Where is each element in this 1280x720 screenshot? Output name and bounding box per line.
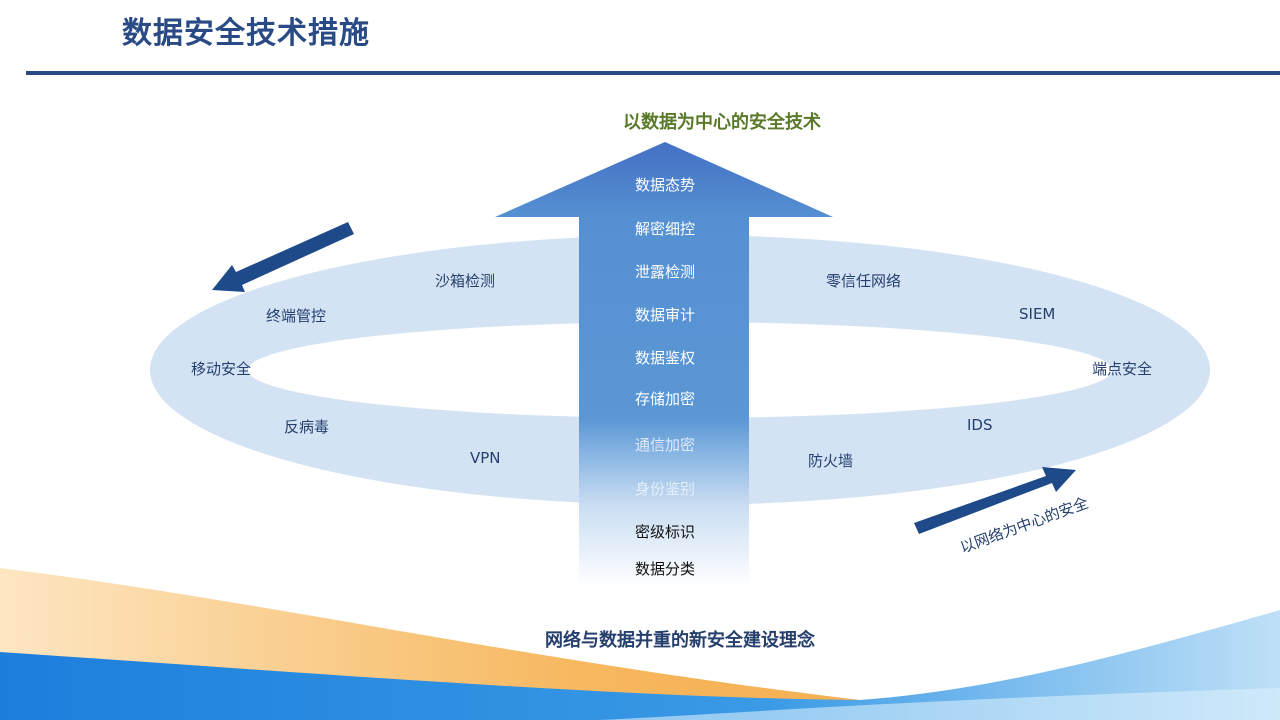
arrow-item: 身份鉴别 [634,480,696,498]
ring-item-siem: SIEM [1019,305,1056,323]
central-arrow-head [495,142,833,217]
arrow-item: 泄露检测 [634,263,696,281]
arrow-item: 密级标识 [634,523,696,541]
ring-item-vpn: VPN [470,449,501,467]
arrow-upper-left [212,222,354,292]
arrow-item: 数据分类 [634,560,696,578]
bottom-caption: 网络与数据并重的新安全建设理念 [545,630,815,651]
ring-item-antivirus: 反病毒 [284,418,330,436]
data-centric-caption: 以数据为中心的安全技术 [623,112,821,133]
ring-item-endpoint-security: 端点安全 [1092,360,1153,378]
arrow-item: 数据审计 [634,306,696,324]
arrow-item: 数据鉴权 [634,349,696,367]
ring [150,235,1210,505]
arrow-lower-right [914,467,1076,534]
arrow-item: 存储加密 [634,390,696,408]
page-title: 数据安全技术措施 [122,16,370,51]
ring-item-terminal-control: 终端管控 [266,307,327,325]
wave-white [600,688,1280,720]
ring-item-ids: IDS [967,416,993,434]
title-divider [26,71,1280,75]
arrow-item: 解密细控 [634,220,696,238]
ring-item-firewall: 防火墙 [808,452,854,470]
ring-item-mobile-security: 移动安全 [191,360,252,378]
ring-item-zero-trust: 零信任网络 [826,272,902,290]
wave-blue [0,610,1280,720]
arrow-item: 通信加密 [634,436,696,454]
ring-item-sandbox: 沙箱检测 [435,272,496,290]
central-arrow-body [579,215,749,587]
arrow-item: 数据态势 [634,176,696,194]
